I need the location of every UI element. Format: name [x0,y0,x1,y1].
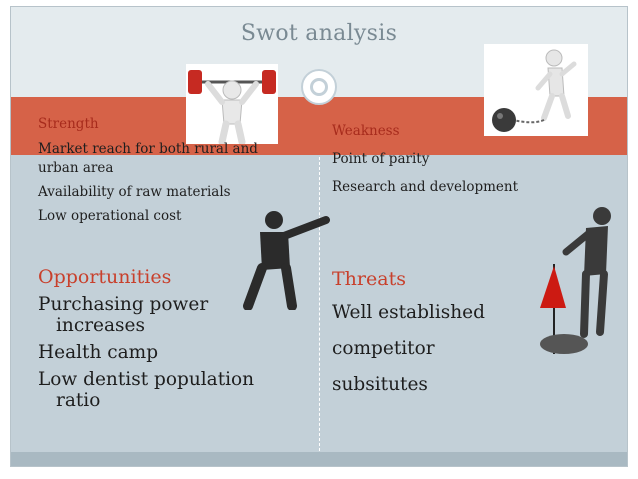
list-item: Health camp [38,342,159,363]
list-item: Market reach for both rural and urban ar… [38,141,258,176]
threats-list: Well established competitor subsitutes [332,302,532,395]
opportunities-list: Purchasing power increases Health camp L… [38,294,258,411]
weakness-list: Point of parity Research and development [332,150,592,197]
list-item: competitor [332,338,435,359]
footer-band [11,452,627,466]
ball-and-chain-figure-icon [484,44,588,136]
pointing-figure-icon [243,211,330,310]
list-item: Research and development [332,179,519,195]
list-item: Availability of raw materials [38,184,231,200]
list-item: Point of parity [332,151,430,167]
list-item: subsitutes [332,374,428,395]
opportunities-heading: Opportunities [38,266,172,288]
ring-medallion-icon [301,69,337,105]
threats-heading: Threats [332,268,406,290]
list-item: Well established [332,302,485,323]
slide-title: Swot analysis [240,21,398,46]
strength-list: Market reach for both rural and urban ar… [38,140,288,226]
list-item: Purchasing power increases [38,294,209,336]
list-item: Low operational cost [38,208,182,224]
figure-with-flag-icon [540,207,611,354]
list-item: Low dentist population ratio [38,369,255,411]
column-divider [319,157,320,451]
weakness-heading: Weakness [332,123,400,139]
strength-heading: Strength [38,116,99,132]
weightlifter-figure-icon [186,64,278,144]
